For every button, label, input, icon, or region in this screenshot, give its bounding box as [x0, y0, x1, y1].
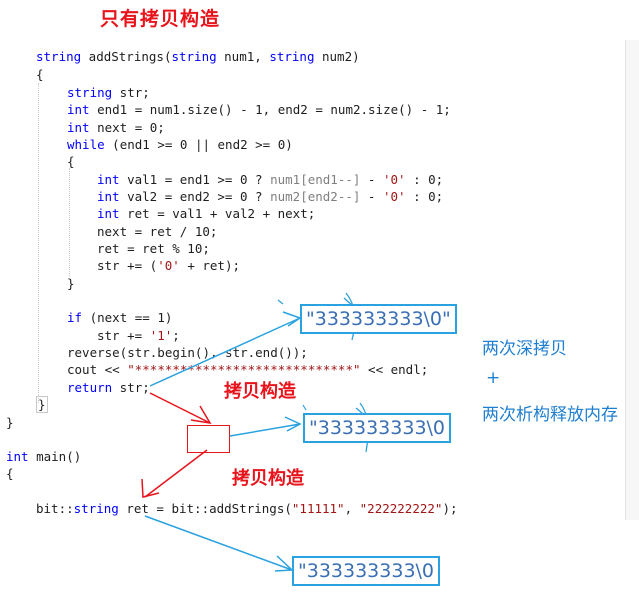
code-line-19: return str; — [67, 380, 150, 395]
code-line-11: next = ret / 10; — [97, 224, 218, 239]
indent-guide — [38, 83, 39, 403]
code-line-22: int main() — [6, 449, 82, 464]
code-line-13: str += ('0' + ret); — [97, 258, 241, 273]
code-line-9: int val2 = end2 >= 0 ? num2[end2--] - '0… — [97, 189, 444, 204]
temporary-object-box — [187, 425, 230, 453]
code-line-4: int end1 = num1.size() - 1, end2 = num2.… — [67, 102, 451, 117]
code-line-8: int val1 = end1 >= 0 ? num1[end1--] - '0… — [97, 172, 444, 187]
code-line-17: reverse(str.begin(), str.end()); — [67, 345, 308, 360]
code-line-18: cout << "*****************************" … — [67, 362, 429, 377]
indent-guide — [69, 168, 70, 276]
code-line-6: while (end1 >= 0 || end2 >= 0) — [67, 137, 293, 152]
page-title: 只有拷贝构造 — [100, 8, 221, 30]
editor-scrollbar[interactable] — [625, 40, 639, 520]
code-line-5: int next = 0; — [67, 120, 165, 135]
value-box-temporary: "333333333\0 — [303, 413, 452, 443]
copy-construct-label-2: 拷贝构造 — [232, 468, 304, 489]
plus-sign: + — [486, 368, 501, 388]
deep-copy-note: 两次深拷贝 — [482, 339, 567, 359]
code-line-7: { — [67, 154, 75, 169]
value-box-return: "333333333\0" — [300, 304, 457, 334]
code-line-12: ret = ret % 10; — [97, 241, 210, 256]
value-box-ret: "333333333\0 — [292, 556, 441, 586]
destruct-note: 两次析构释放内存 — [482, 405, 618, 425]
code-line-3: string str; — [67, 85, 150, 100]
code-line-1: string addStrings(string num1, string nu… — [36, 49, 360, 64]
code-line-20: } — [36, 396, 48, 413]
code-line-24: bit::string ret = bit::addStrings("11111… — [36, 501, 458, 516]
code-line-2: { — [36, 67, 44, 82]
code-line-15: if (next == 1) — [67, 310, 173, 325]
code-line-10: int ret = val1 + val2 + next; — [97, 206, 316, 221]
code-line-23: { — [6, 466, 14, 481]
code-line-21: } — [6, 415, 14, 430]
copy-construct-label-1: 拷贝构造 — [224, 381, 296, 402]
code-line-14: } — [67, 276, 75, 291]
code-line-16: str += '1'; — [97, 328, 180, 343]
